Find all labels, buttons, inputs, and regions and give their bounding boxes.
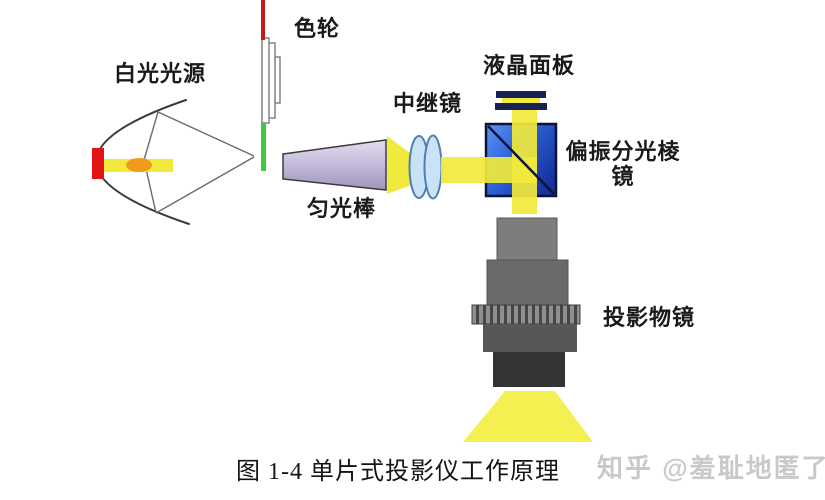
label-lcd-panel: 液晶面板	[483, 53, 576, 78]
lcd-top-glass	[496, 91, 546, 98]
projection-lens-barrel	[471, 217, 581, 387]
watermark: 知乎 @羞耻地匿了	[597, 453, 825, 483]
beam-rod-to-lens	[387, 136, 414, 194]
barrel-segment-lower	[483, 324, 577, 352]
label-projection-lens: 投影物镜	[603, 305, 696, 330]
relay-lens-element-2	[423, 134, 443, 200]
lamp-arc	[126, 158, 152, 172]
lcd-bottom-glass	[495, 103, 547, 110]
barrel-focus-ring	[471, 304, 581, 325]
label-pbs-line1: 偏振分光棱	[565, 139, 681, 164]
label-pbs-line2: 镜	[611, 164, 635, 189]
label-relay-lens: 中继镜	[393, 91, 463, 116]
integrator-rod	[282, 139, 387, 191]
color-wheel-axis-red	[261, 0, 265, 40]
lcd-active-layer	[502, 97, 540, 104]
label-white-light-source: 白光光源	[114, 61, 207, 86]
figure-caption: 图 1-4 单片式投影仪工作原理	[236, 459, 560, 485]
barrel-front-element	[493, 352, 565, 387]
color-wheel-disc	[261, 37, 270, 124]
pbs-diagonal	[487, 125, 555, 195]
barrel-segment-upper	[486, 259, 569, 306]
lamp-electrode	[92, 148, 104, 179]
ray-line	[157, 111, 255, 157]
projected-light-cone	[463, 391, 593, 442]
barrel-segment-top	[496, 217, 558, 261]
ray-line	[143, 111, 159, 161]
label-pbs: 偏振分光棱 镜	[562, 139, 684, 189]
color-wheel-axis-green	[261, 123, 266, 171]
label-color-wheel: 色轮	[294, 16, 341, 41]
ray-line	[155, 156, 255, 214]
label-integrator-rod: 匀光棒	[307, 196, 377, 221]
